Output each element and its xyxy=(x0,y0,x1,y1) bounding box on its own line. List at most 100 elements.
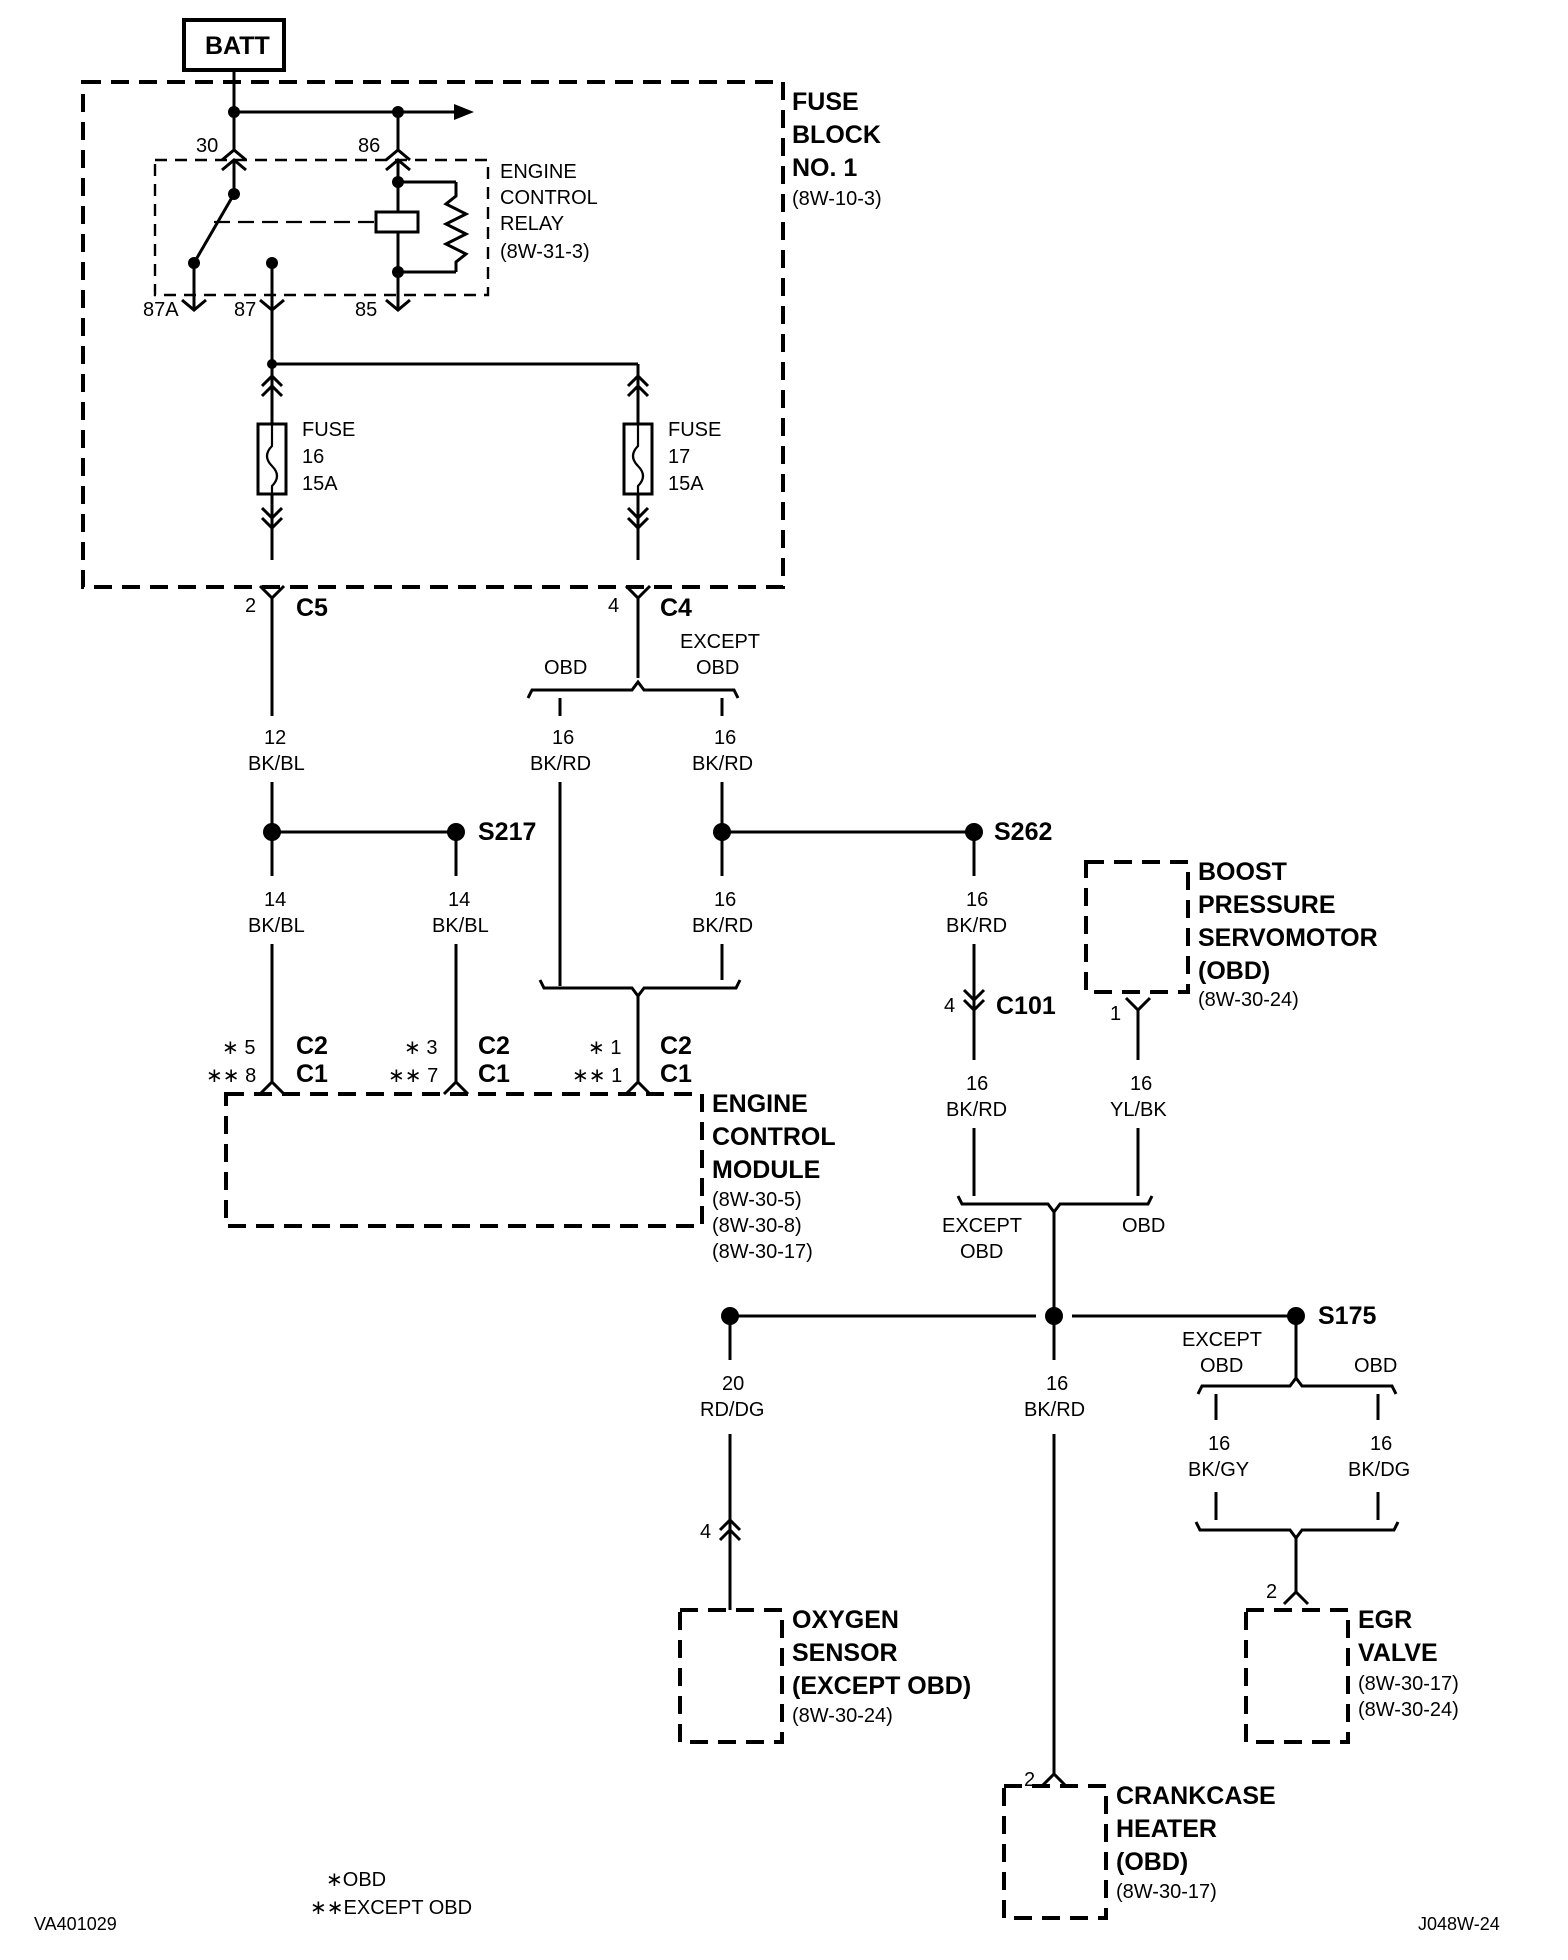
ecm-ref-2: (8W-30-8) xyxy=(712,1215,802,1237)
w12-gauge: 12 xyxy=(264,727,286,749)
fuse-block-outline xyxy=(81,80,785,589)
boost-pin: 1 xyxy=(1110,1003,1121,1025)
branch-top-except-2: OBD xyxy=(696,657,739,679)
ecm-c1-c: C1 xyxy=(660,1060,692,1088)
crankcase-label-2: HEATER xyxy=(1116,1815,1217,1843)
c4-name: C4 xyxy=(660,594,692,622)
s262-label: S262 xyxy=(994,818,1052,846)
branch-s175-except-2: OBD xyxy=(1200,1355,1243,1377)
fuse-17-label-3: 15A xyxy=(668,473,704,495)
fuse-block-title-2: BLOCK xyxy=(792,121,881,149)
pin-86: 86 xyxy=(358,135,380,157)
branch-top-obd: OBD xyxy=(544,657,587,679)
fuse-16-label-3: 15A xyxy=(302,473,338,495)
ecm-pin-b-bot: ∗∗ 7 xyxy=(388,1065,438,1087)
c5-name: C5 xyxy=(296,594,328,622)
crankcase-label-3: (OBD) xyxy=(1116,1848,1188,1876)
boost-label-1: BOOST xyxy=(1198,858,1287,886)
w16-c101-gauge: 16 xyxy=(966,1073,988,1095)
branch-s175-obd: OBD xyxy=(1354,1355,1397,1377)
pin-87a: 87A xyxy=(143,299,179,321)
batt-label: BATT xyxy=(205,32,270,60)
boost-label-4: (OBD) xyxy=(1198,957,1270,985)
legend-except: ∗∗EXCEPT OBD xyxy=(310,1897,472,1919)
branch-mid-obd: OBD xyxy=(1122,1215,1165,1237)
oxygen-pin: 4 xyxy=(700,1521,711,1543)
w16-ylbk-gauge: 16 xyxy=(1130,1073,1152,1095)
oxygen-label-1: OXYGEN xyxy=(792,1606,899,1634)
c5-pin: 2 xyxy=(245,595,256,617)
footer-left-id: VA401029 xyxy=(34,1914,117,1934)
ecm-pin-c-bot: ∗∗ 1 xyxy=(572,1065,622,1087)
ecm-c2-c: C2 xyxy=(660,1032,692,1060)
fuse-block-title-1: FUSE xyxy=(792,88,859,116)
fuse-17-label-1: FUSE xyxy=(668,419,721,441)
footer-right-id: J048W-24 xyxy=(1418,1914,1500,1934)
s217-label: S217 xyxy=(478,818,536,846)
c101-name: C101 xyxy=(996,992,1056,1020)
egr-label-1: EGR xyxy=(1358,1606,1412,1634)
w20-gauge: 20 xyxy=(722,1373,744,1395)
w20-color: RD/DG xyxy=(700,1399,764,1421)
w16-bkgy-gauge: 16 xyxy=(1208,1433,1230,1455)
ecm-label-1: ENGINE xyxy=(712,1090,808,1118)
branch-mid-except-2: OBD xyxy=(960,1241,1003,1263)
w14a-color: BK/BL xyxy=(248,915,305,937)
egr-label-2: VALVE xyxy=(1358,1639,1438,1667)
egr-ref-2: (8W-30-24) xyxy=(1358,1699,1459,1721)
w16-exc-color: BK/RD xyxy=(692,753,753,775)
w16-crank-gauge: 16 xyxy=(1046,1373,1068,1395)
c4-pin: 4 xyxy=(608,595,619,617)
ecm-c1-a: C1 xyxy=(296,1060,328,1088)
ecm-ref-1: (8W-30-5) xyxy=(712,1189,802,1211)
pin-87: 87 xyxy=(234,299,256,321)
branch-top-except-1: EXCEPT xyxy=(680,631,760,653)
relay-label-2: CONTROL xyxy=(500,187,598,209)
branch-s175-except-1: EXCEPT xyxy=(1182,1329,1262,1351)
w14b-color: BK/BL xyxy=(432,915,489,937)
w16-s262-gauge: 16 xyxy=(966,889,988,911)
fuse-block-ref: (8W-10-3) xyxy=(792,188,882,210)
ecm-c2-a: C2 xyxy=(296,1032,328,1060)
w16-bkgy-color: BK/GY xyxy=(1188,1459,1249,1481)
crankcase-label-1: CRANKCASE xyxy=(1116,1782,1276,1810)
s175-label: S175 xyxy=(1318,1302,1376,1330)
crankcase-pin: 2 xyxy=(1024,1769,1035,1791)
w16-s262-color: BK/RD xyxy=(946,915,1007,937)
egr-pin: 2 xyxy=(1266,1581,1277,1603)
oxygen-ref: (8W-30-24) xyxy=(792,1705,893,1727)
w16-c101-color: BK/RD xyxy=(946,1099,1007,1121)
legend-obd: ∗OBD xyxy=(326,1869,386,1891)
w16-obd-color: BK/RD xyxy=(530,753,591,775)
w16-crank-color: BK/RD xyxy=(1024,1399,1085,1421)
w16-mid-gauge: 16 xyxy=(714,889,736,911)
fuse-block-title-3: NO. 1 xyxy=(792,154,857,182)
ecm-outline xyxy=(224,1092,704,1228)
c101-pin: 4 xyxy=(944,995,955,1017)
ecm-pin-b-top: ∗ 3 xyxy=(404,1037,437,1059)
oxygen-label-3: (EXCEPT OBD) xyxy=(792,1672,971,1700)
ecm-c2-b: C2 xyxy=(478,1032,510,1060)
boost-label-3: SERVOMOTOR xyxy=(1198,924,1378,952)
oxygen-label-2: SENSOR xyxy=(792,1639,898,1667)
w16-obd-gauge: 16 xyxy=(552,727,574,749)
ecm-ref-3: (8W-30-17) xyxy=(712,1241,813,1263)
w16-bkdg-gauge: 16 xyxy=(1370,1433,1392,1455)
relay-label-1: ENGINE xyxy=(500,161,577,183)
boost-ref: (8W-30-24) xyxy=(1198,989,1299,1011)
fuse-17-label-2: 17 xyxy=(668,446,690,468)
branch-mid-except-1: EXCEPT xyxy=(942,1215,1022,1237)
ecm-label-3: MODULE xyxy=(712,1156,820,1184)
w16-bkdg-color: BK/DG xyxy=(1348,1459,1410,1481)
pin-30: 30 xyxy=(196,135,218,157)
bus-arrow xyxy=(454,104,474,120)
w16-mid-color: BK/RD xyxy=(692,915,753,937)
w16-ylbk-color: YL/BK xyxy=(1110,1099,1167,1121)
relay-outline xyxy=(153,158,490,297)
crankcase-ref: (8W-30-17) xyxy=(1116,1881,1217,1903)
boost-outline xyxy=(1084,860,1190,994)
ecm-pin-c-top: ∗ 1 xyxy=(588,1037,621,1059)
w14a-gauge: 14 xyxy=(264,889,286,911)
ecm-pin-a-top: ∗ 5 xyxy=(222,1037,255,1059)
pin-85: 85 xyxy=(355,299,377,321)
